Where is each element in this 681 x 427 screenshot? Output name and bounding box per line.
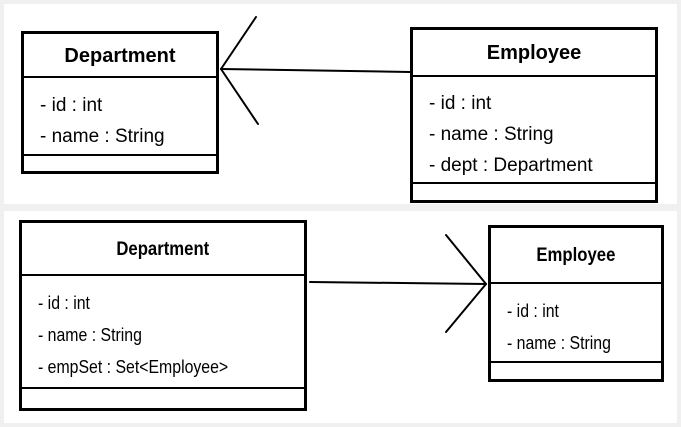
attributes-compartment: - id : int - name : String - empSet : Se… bbox=[22, 276, 304, 389]
operations-compartment bbox=[413, 184, 655, 200]
attribute-row: - name : String bbox=[507, 327, 661, 359]
attribute: - name : String bbox=[507, 333, 611, 353]
class-name: Employee bbox=[413, 30, 655, 77]
attributes-compartment: - id : int - name : String bbox=[24, 78, 216, 156]
attribute-row: - id : int bbox=[507, 295, 661, 327]
top-department-class: Department - id : int - name : String bbox=[21, 31, 219, 174]
bottom-employee-class: Employee - id : int - name : String bbox=[488, 225, 664, 382]
class-name-box: Employee bbox=[491, 228, 661, 284]
operations-compartment bbox=[24, 156, 216, 171]
attribute: - empSet : Set<Employee> bbox=[38, 357, 229, 377]
attribute: - id : int bbox=[429, 93, 492, 114]
attribute-row: - id : int bbox=[38, 287, 304, 319]
class-name: Department bbox=[116, 239, 210, 260]
bottom-department-class: Department - id : int - name : String - … bbox=[19, 220, 307, 411]
attribute: - name : String bbox=[429, 124, 554, 145]
attribute-row: - empSet : Set<Employee> bbox=[38, 351, 304, 383]
attribute: - id : int bbox=[507, 301, 559, 321]
attribute: - id : int bbox=[40, 95, 103, 116]
operations-compartment bbox=[22, 389, 304, 408]
attributes-compartment: - id : int - name : String bbox=[491, 284, 661, 363]
class-name: Employee bbox=[536, 245, 616, 266]
operations-compartment bbox=[491, 363, 661, 379]
class-name: Department bbox=[24, 34, 216, 78]
attribute: - name : String bbox=[38, 325, 142, 345]
attributes-compartment: - id : int - name : String - dept : Depa… bbox=[413, 77, 655, 184]
class-name-box: Department bbox=[22, 223, 304, 276]
attribute: - id : int bbox=[38, 293, 90, 313]
attribute: - name : String bbox=[40, 126, 165, 147]
attribute: - dept : Department bbox=[429, 155, 593, 176]
top-employee-class: Employee - id : int - name : String - de… bbox=[410, 27, 658, 203]
attribute-row: - name : String bbox=[38, 319, 304, 351]
